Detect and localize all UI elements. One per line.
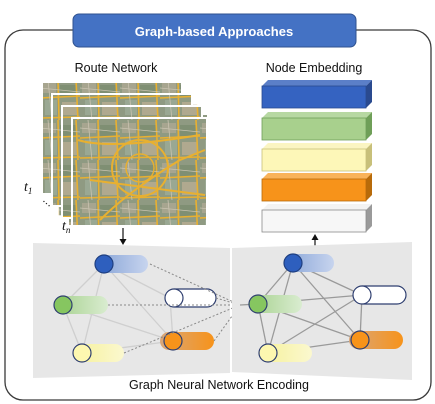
- left-graph-plane: [33, 243, 230, 378]
- header-title: Graph-based Approaches: [135, 24, 293, 39]
- graph-node-blue: [94, 254, 148, 274]
- route-network-map-stack: [41, 81, 209, 227]
- route-network-label: Route Network: [75, 61, 158, 75]
- embedding-block-icon: [261, 204, 372, 233]
- embedding-block-icon: [261, 173, 372, 202]
- graph-node-white: [164, 288, 217, 308]
- embedding-block-icon: [261, 80, 372, 109]
- graph-node-white: [352, 285, 407, 305]
- embedding-block-icon: [261, 143, 372, 172]
- header-banner: Graph-based Approaches: [72, 13, 357, 48]
- down-arrow-icon: [119, 228, 127, 245]
- embedding-block-icon: [261, 112, 372, 141]
- node-embedding-label: Node Embedding: [266, 61, 363, 75]
- right-graph-plane: [232, 242, 412, 380]
- graph-node-orange: [349, 330, 403, 350]
- graph-node-yellow: [258, 343, 312, 363]
- graph-node-green: [53, 295, 108, 315]
- t1-subscript: 1: [28, 186, 33, 196]
- tn-label: t: [62, 219, 67, 234]
- svg-text:tn: tn: [62, 219, 71, 235]
- t1-label: t: [24, 180, 29, 195]
- gnn-label: Graph Neural Network Encoding: [129, 378, 309, 392]
- graph-node-blue: [283, 253, 334, 273]
- graph-node-green: [248, 294, 302, 314]
- graph-node-yellow: [72, 343, 124, 363]
- svg-text:t1: t1: [24, 180, 32, 196]
- tn-subscript: n: [66, 225, 71, 235]
- graph-node-orange: [160, 331, 214, 351]
- node-embedding-stack: [261, 80, 372, 233]
